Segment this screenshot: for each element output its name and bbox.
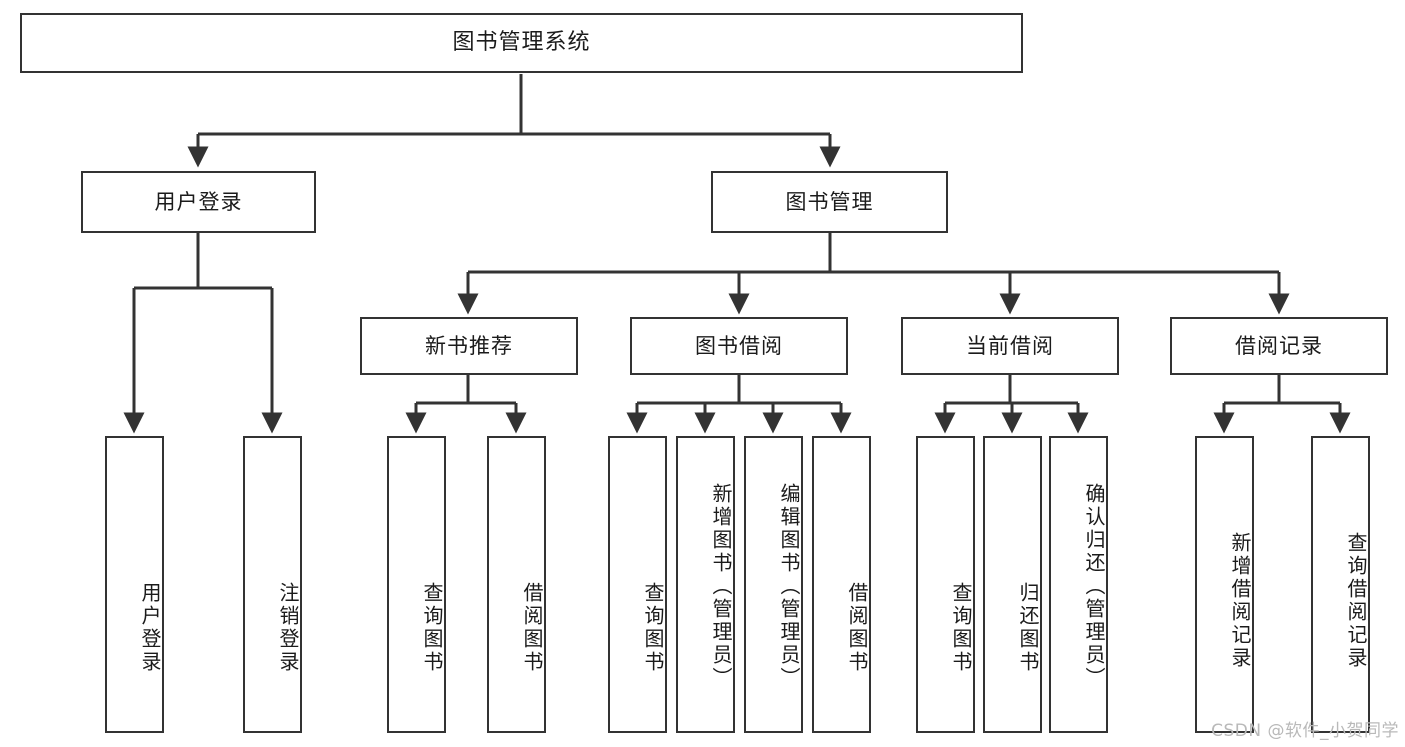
node-root[interactable]: 图书管理系统 — [20, 13, 1023, 73]
leaf-edit-book[interactable]: 编辑图书（管理员） — [744, 436, 803, 733]
leaf-query-book-2[interactable]: 查询图书 — [608, 436, 667, 733]
csdn-watermark: CSDN @软件_小贺同学 — [1211, 721, 1399, 741]
node-user-login[interactable]: 用户登录 — [81, 171, 316, 233]
leaf-borrow-book-2[interactable]: 借阅图书 — [812, 436, 871, 733]
leaf-add-book[interactable]: 新增图书（管理员） — [676, 436, 735, 733]
leaf-add-record[interactable]: 新增借阅记录 — [1195, 436, 1254, 733]
leaf-query-record[interactable]: 查询借阅记录 — [1311, 436, 1370, 733]
node-new-book-rec[interactable]: 新书推荐 — [360, 317, 578, 375]
leaf-confirm-return[interactable]: 确认归还（管理员） — [1049, 436, 1108, 733]
leaf-user-login[interactable]: 用户登录 — [105, 436, 164, 733]
node-borrow-record[interactable]: 借阅记录 — [1170, 317, 1388, 375]
leaf-return-book[interactable]: 归还图书 — [983, 436, 1042, 733]
leaf-borrow-book-1[interactable]: 借阅图书 — [487, 436, 546, 733]
node-book-manage[interactable]: 图书管理 — [711, 171, 948, 233]
node-book-borrow[interactable]: 图书借阅 — [630, 317, 848, 375]
leaf-user-logout[interactable]: 注销登录 — [243, 436, 302, 733]
leaf-query-book-1[interactable]: 查询图书 — [387, 436, 446, 733]
leaf-query-book-3[interactable]: 查询图书 — [916, 436, 975, 733]
node-current-borrow[interactable]: 当前借阅 — [901, 317, 1119, 375]
